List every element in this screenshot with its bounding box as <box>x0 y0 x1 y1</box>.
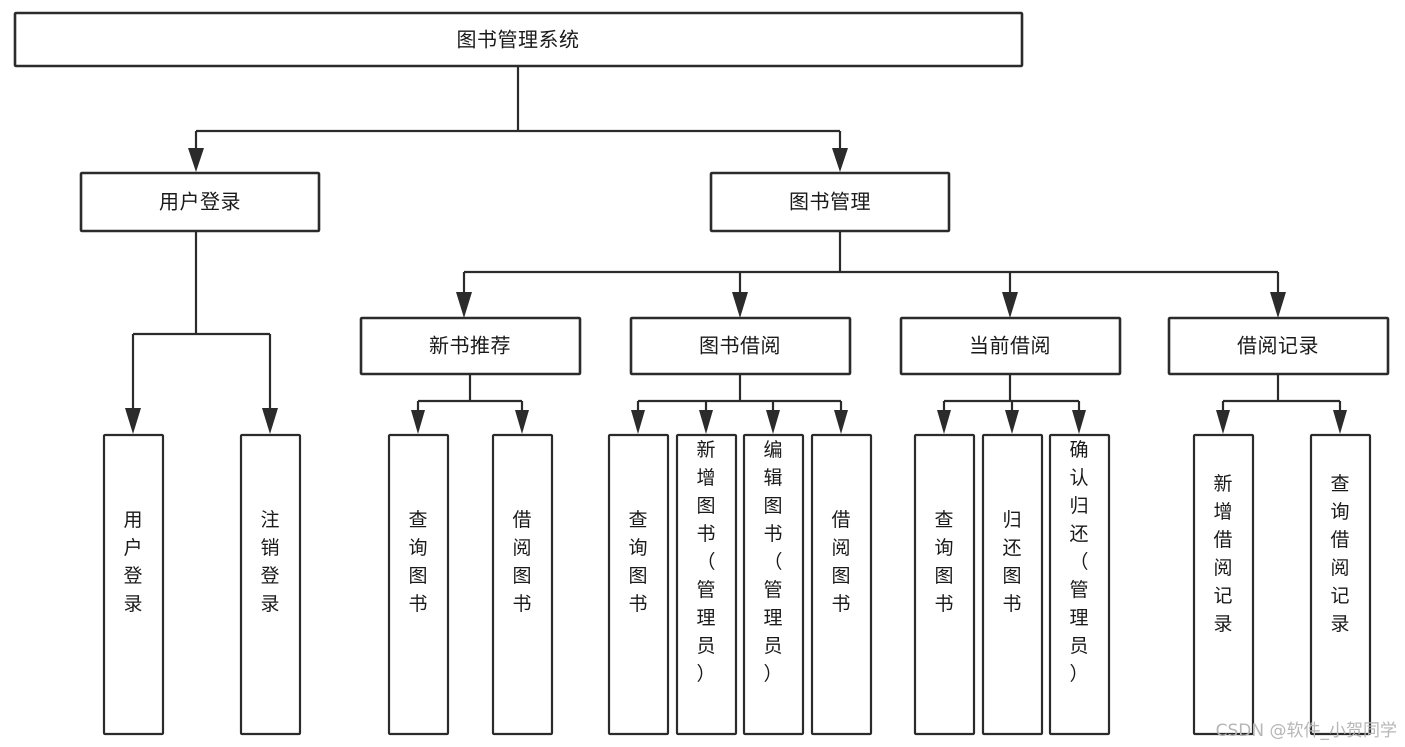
node-borrow-record-box[interactable] <box>1167 316 1390 376</box>
node-book-manage-box[interactable] <box>709 171 951 233</box>
node-leaf-edit-book-label: 编辑图书（管理员） <box>763 439 782 685</box>
node-new-book-recommend[interactable]: 新书推荐 <box>359 316 582 376</box>
arrow-head-icon <box>766 410 780 434</box>
arrow-head-icon <box>1216 410 1230 434</box>
connector-current-borrow-to-leaves <box>937 374 1086 434</box>
connector-user-login-to-leaves <box>125 232 278 434</box>
arrow-head-icon <box>411 410 425 434</box>
node-leaf-query-book-1[interactable]: 查询图书 <box>387 433 450 736</box>
node-leaf-user-login-label: 用户登录 <box>123 509 142 615</box>
node-leaf-borrow-book-2[interactable]: 借阅图书 <box>810 433 873 736</box>
node-leaf-query-book-3-label: 查询图书 <box>934 509 953 615</box>
node-leaf-borrow-book-2-label: 借阅图书 <box>831 509 850 615</box>
node-leaf-confirm-return[interactable]: 确认归还（管理员） <box>1048 433 1111 736</box>
arrow-head-icon <box>937 410 951 434</box>
arrow-head-icon <box>125 408 141 434</box>
arrow-head-icon <box>1333 410 1347 434</box>
arrow-head-icon <box>262 408 278 434</box>
node-book-borrow-label: 图书借阅 <box>699 334 781 358</box>
node-leaf-query-book-3[interactable]: 查询图书 <box>913 433 976 736</box>
node-user-login[interactable]: 用户登录 <box>79 171 321 233</box>
arrow-head-icon <box>188 148 204 172</box>
arrow-head-icon <box>515 410 529 434</box>
node-leaf-edit-book[interactable]: 编辑图书（管理员） <box>742 433 805 736</box>
node-leaf-add-record-label: 新增借阅记录 <box>1213 473 1232 635</box>
node-leaf-query-book-1-label: 查询图书 <box>408 509 427 615</box>
node-new-book-recommend-label: 新书推荐 <box>429 334 511 358</box>
node-leaf-query-book-2[interactable]: 查询图书 <box>607 433 670 736</box>
node-leaf-add-record-box[interactable] <box>1192 433 1255 736</box>
node-leaf-borrow-book-1-box[interactable] <box>491 433 554 736</box>
connector-new-book-recommend-to-leaves <box>411 374 529 434</box>
node-leaf-add-book[interactable]: 新增图书（管理员） <box>675 433 738 736</box>
node-book-borrow[interactable]: 图书借阅 <box>629 316 852 376</box>
arrow-head-icon <box>834 410 848 434</box>
node-leaf-query-book-1-box[interactable] <box>387 433 450 736</box>
node-leaf-logout-login-label: 注销登录 <box>260 509 279 615</box>
node-user-login-box[interactable] <box>79 171 321 233</box>
arrow-head-icon <box>732 292 748 318</box>
node-leaf-borrow-book-1[interactable]: 借阅图书 <box>491 433 554 736</box>
node-user-login-label: 用户登录 <box>159 190 241 214</box>
node-root-label: 图书管理系统 <box>457 28 580 52</box>
node-leaf-return-book[interactable]: 归还图书 <box>981 433 1044 736</box>
node-leaf-user-login-box[interactable] <box>102 433 165 736</box>
node-leaf-user-login[interactable]: 用户登录 <box>102 433 165 736</box>
arrow-head-icon <box>1002 292 1018 318</box>
connector-book-borrow-to-leaves <box>631 374 848 434</box>
node-leaf-query-book-3-box[interactable] <box>913 433 976 736</box>
node-leaf-confirm-return-box[interactable] <box>1048 433 1111 736</box>
node-leaf-query-record-label: 查询借阅记录 <box>1330 473 1349 635</box>
node-borrow-record-label: 借阅记录 <box>1237 334 1319 358</box>
node-current-borrow-box[interactable] <box>899 316 1122 376</box>
node-book-borrow-box[interactable] <box>629 316 852 376</box>
node-leaf-confirm-return-label: 确认归还（管理员） <box>1069 439 1088 685</box>
node-leaf-logout-login-box[interactable] <box>239 433 302 736</box>
arrow-head-icon <box>1270 292 1286 318</box>
arrow-head-icon <box>456 292 472 318</box>
connector-root-to-level1 <box>188 66 848 172</box>
arrow-head-icon <box>832 148 848 172</box>
node-leaf-return-book-label: 归还图书 <box>1002 509 1021 615</box>
node-book-manage[interactable]: 图书管理 <box>709 171 951 233</box>
node-current-borrow[interactable]: 当前借阅 <box>899 316 1122 376</box>
node-leaf-add-book-box[interactable] <box>675 433 738 736</box>
arrow-head-icon <box>631 410 645 434</box>
node-leaf-logout-login[interactable]: 注销登录 <box>239 433 302 736</box>
node-new-book-recommend-box[interactable] <box>359 316 582 376</box>
node-root-box[interactable] <box>13 11 1024 68</box>
node-root[interactable]: 图书管理系统 <box>13 11 1024 68</box>
node-leaf-edit-book-box[interactable] <box>742 433 805 736</box>
node-leaf-query-record-box[interactable] <box>1309 433 1372 736</box>
connector-book-manage-to-level2 <box>456 232 1286 318</box>
arrow-head-icon <box>1072 410 1086 434</box>
node-borrow-record[interactable]: 借阅记录 <box>1167 316 1390 376</box>
node-leaf-query-book-2-box[interactable] <box>607 433 670 736</box>
node-leaf-query-book-2-label: 查询图书 <box>628 509 647 615</box>
arrow-head-icon <box>699 410 713 434</box>
node-book-manage-label: 图书管理 <box>789 190 871 214</box>
connector-borrow-record-to-leaves <box>1216 374 1347 434</box>
arrow-head-icon <box>1005 410 1019 434</box>
node-leaf-borrow-book-1-label: 借阅图书 <box>512 509 531 615</box>
node-leaf-add-record[interactable]: 新增借阅记录 <box>1192 433 1255 736</box>
node-leaf-add-book-label: 新增图书（管理员） <box>696 439 715 685</box>
node-current-borrow-label: 当前借阅 <box>969 334 1051 358</box>
node-leaf-query-record[interactable]: 查询借阅记录 <box>1309 433 1372 736</box>
node-leaf-borrow-book-2-box[interactable] <box>810 433 873 736</box>
node-leaf-return-book-box[interactable] <box>981 433 1044 736</box>
